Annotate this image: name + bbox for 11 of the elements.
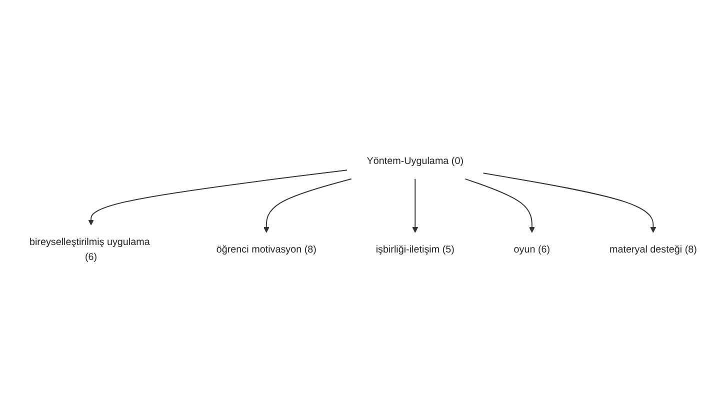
arrow	[464, 178, 535, 233]
arrow	[482, 172, 656, 233]
arrow	[412, 178, 418, 233]
node-text: öğrenci motivasyon (8)	[216, 244, 316, 256]
arrow	[88, 170, 348, 226]
node-text: oyun (6)	[514, 244, 550, 256]
arrow	[264, 178, 352, 233]
node-text: işbirliği-iletişim (5)	[376, 244, 454, 256]
node-text: materyal desteği (8)	[609, 244, 697, 256]
node-text: Yöntem-Uygulama (0)	[366, 156, 464, 167]
node-text: bireyselleştirilmiş uygulama (6)	[29, 236, 150, 262]
